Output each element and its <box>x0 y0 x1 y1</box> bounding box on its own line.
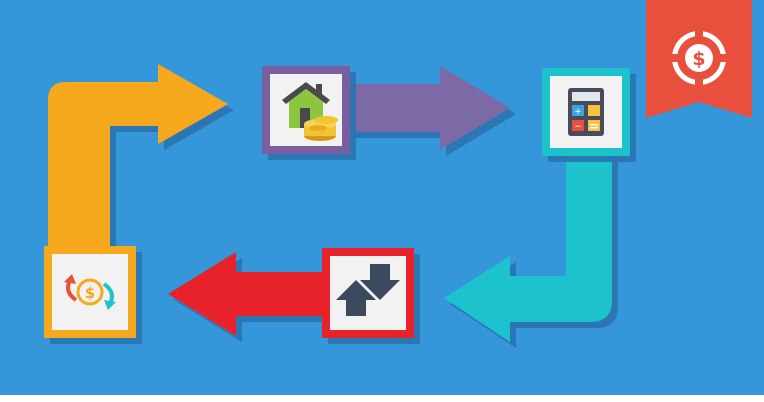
svg-text:$: $ <box>692 48 705 70</box>
orange-arrow <box>48 64 228 250</box>
calculator-icon: + − <box>568 88 604 136</box>
teal-arrow <box>444 150 612 342</box>
red-arrow <box>168 252 332 336</box>
step-updown-box <box>322 248 414 338</box>
svg-text:+: + <box>574 107 582 117</box>
casino-chip-dollar-icon: $ <box>672 31 726 85</box>
step-calculator-box <box>542 68 630 156</box>
svg-text:−: − <box>574 122 582 132</box>
bottom-strip <box>0 395 764 402</box>
up-down-arrows-icon <box>336 264 400 316</box>
house-coins-icon <box>282 82 338 141</box>
purple-arrow <box>348 66 510 150</box>
dollar-cycle-icon: $ <box>64 274 116 310</box>
svg-text:$: $ <box>85 284 95 302</box>
